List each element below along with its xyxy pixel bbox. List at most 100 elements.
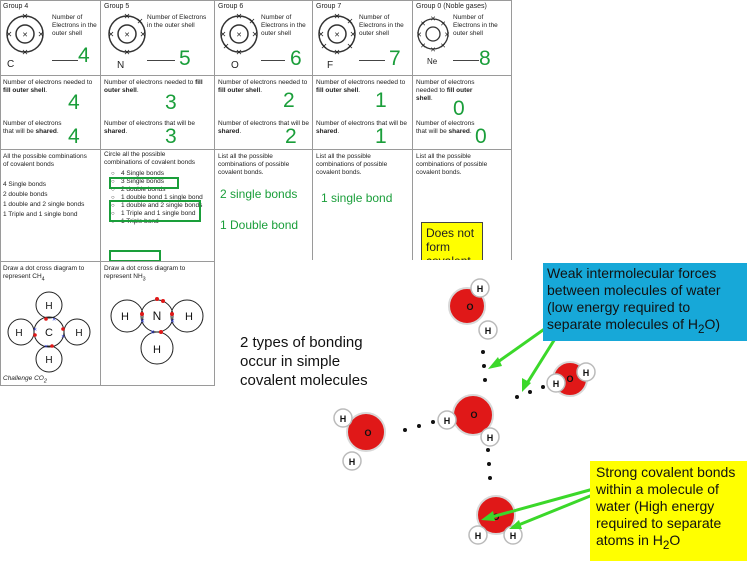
needed-count: 3 — [165, 91, 177, 114]
water-molecule-center: H H O — [437, 394, 500, 447]
svg-text:H: H — [444, 416, 451, 426]
svg-text:✕: ✕ — [236, 48, 243, 56]
svg-text:H: H — [185, 311, 193, 323]
svg-text:O: O — [364, 428, 371, 438]
electron-count: 4 — [78, 44, 90, 67]
electron-count: 5 — [179, 47, 191, 70]
svg-text:H: H — [510, 531, 517, 541]
svg-text:H: H — [340, 414, 347, 424]
svg-text:✕: ✕ — [220, 30, 227, 39]
svg-text:✕: ✕ — [236, 12, 243, 21]
cell-group4-needed: Number of electrons needed to fill outer… — [0, 76, 101, 150]
svg-text:✕: ✕ — [249, 17, 256, 26]
water-molecule-bottom: H H O — [468, 495, 523, 545]
group-header: Group 5 — [104, 3, 130, 10]
svg-text:✕: ✕ — [318, 30, 325, 39]
needed-count: 2 — [283, 89, 295, 112]
svg-text:H: H — [45, 301, 52, 312]
svg-text:H: H — [583, 368, 590, 378]
svg-text:H: H — [121, 311, 129, 323]
svg-text:✕: ✕ — [416, 32, 422, 39]
atom-shell-diagram-oxygen: ✕ ✕ ✕ ✕ ✕ ✕ ✕ — [220, 12, 259, 56]
cell-group7-electrons: Group 7 ✕ ✕ ✕ ✕ ✕ ✕ ✕ ✕ Number of Electr… — [313, 0, 413, 76]
svg-text:H: H — [153, 344, 161, 356]
group-header: Group 6 — [218, 3, 244, 10]
svg-text:H: H — [553, 379, 560, 389]
water-molecule-right: H H O — [546, 361, 596, 397]
note-box: Does not form covalent bonds — [421, 222, 483, 261]
bond-option[interactable]: 1 Triple and 1 single bond — [111, 210, 211, 218]
element-symbol: N — [117, 60, 125, 71]
svg-text:✕: ✕ — [22, 48, 29, 56]
circled-option — [109, 177, 179, 189]
water-molecule-top: H H O — [448, 278, 498, 340]
svg-text:✕: ✕ — [444, 32, 450, 39]
atom-shell-diagram-fluorine: ✕ ✕ ✕ ✕ ✕ ✕ ✕ ✕ — [318, 12, 357, 56]
bond-option[interactable]: 1 double and 2 single bonds — [111, 202, 211, 210]
bond-option[interactable]: 1 double bond 1 single bond — [111, 194, 211, 202]
svg-text:H: H — [75, 328, 82, 339]
svg-text:✕: ✕ — [44, 344, 48, 350]
svg-text:✕: ✕ — [124, 32, 130, 39]
svg-text:✕: ✕ — [440, 43, 446, 50]
svg-text:✕: ✕ — [347, 17, 354, 26]
electron-label: Number of Electrons in the outer shell — [453, 14, 498, 37]
electron-label: Number of Electrons in the outer shell — [147, 14, 207, 29]
intermolecular-forces-callout: Weak intermolecular forces between molec… — [543, 263, 747, 341]
shared-count: 3 — [165, 125, 177, 148]
bond-option[interactable]: 2 double bonds — [111, 186, 211, 194]
svg-text:H: H — [477, 284, 484, 294]
worksheet-table: Group 4 ✕ ✕ ✕ ✕ ✕ Number of Electrons in… — [0, 0, 512, 386]
element-symbol: C — [7, 59, 15, 70]
shared-count: 1 — [375, 125, 387, 148]
bond-option[interactable]: 3 Single bonds — [111, 178, 211, 186]
bond-option[interactable]: 4 Single bonds — [111, 170, 211, 178]
svg-text:✕: ✕ — [252, 30, 259, 39]
svg-text:H: H — [485, 326, 492, 336]
answer-text: 1 single bond — [321, 191, 393, 205]
svg-text:H: H — [475, 531, 482, 541]
covalent-bonds-callout: Strong covalent bonds within a molecule … — [590, 461, 747, 561]
atom-shell-diagram-neon: ✕ ✕ ✕ ✕ ✕ ✕ ✕ ✕ — [416, 16, 450, 54]
answer-text: 1 Double bond — [220, 218, 299, 232]
svg-text:✕: ✕ — [321, 42, 328, 51]
svg-text:✕: ✕ — [33, 327, 37, 333]
svg-text:✕: ✕ — [38, 30, 45, 39]
svg-text:✕: ✕ — [137, 17, 144, 26]
svg-text:✕: ✕ — [420, 43, 426, 50]
cell-group0-electrons: Group 0 (Noble gases) ✕ ✕ ✕ ✕ ✕ ✕ ✕ ✕ Nu… — [413, 0, 512, 76]
element-symbol: F — [327, 60, 334, 71]
bonding-types-caption: 2 types of bonding occur in simple coval… — [240, 334, 368, 389]
cell-group6-needed: Number of electrons needed to fill outer… — [215, 76, 313, 150]
svg-text:C: C — [45, 327, 53, 339]
svg-text:✕: ✕ — [334, 48, 341, 56]
electron-label: Number of Electrons in the outer shell — [52, 14, 97, 37]
svg-text:✕: ✕ — [350, 30, 357, 39]
svg-text:O: O — [566, 374, 573, 384]
svg-text:H: H — [487, 433, 494, 443]
needed-count: 1 — [375, 89, 387, 112]
svg-text:✕: ✕ — [22, 32, 28, 39]
svg-text:✕: ✕ — [347, 42, 354, 51]
circled-option — [109, 250, 161, 261]
element-symbol: Ne — [427, 57, 438, 66]
atom-shell-diagram-carbon: ✕ ✕ ✕ ✕ ✕ — [6, 12, 45, 56]
electron-count: 7 — [389, 47, 401, 70]
svg-text:✕: ✕ — [440, 21, 446, 28]
water-molecule-left: H H O — [333, 408, 386, 471]
shared-count: 2 — [285, 125, 297, 148]
cell-group5-electrons: Group 5 ✕ ✕ ✕ ✕ ✕ ✕ Number of Electrons … — [101, 0, 215, 76]
svg-text:H: H — [15, 328, 22, 339]
cell-group0-needed: Number of electrons needed to fill outer… — [413, 76, 512, 150]
svg-text:✕: ✕ — [124, 12, 131, 21]
group-header: Group 0 (Noble gases) — [416, 3, 487, 10]
cell-nh3-diagram: Draw a dot cross diagram to represent NH… — [101, 262, 215, 386]
svg-text:H: H — [349, 457, 356, 467]
nh3-dot-cross-diagram: N H H H ✕ ✕ ✕ — [110, 297, 204, 365]
svg-text:O: O — [470, 410, 477, 420]
svg-text:✕: ✕ — [334, 12, 341, 21]
svg-text:✕: ✕ — [140, 319, 145, 325]
cell-group4-electrons: Group 4 ✕ ✕ ✕ ✕ ✕ Number of Electrons in… — [0, 0, 101, 76]
shared-count: 0 — [475, 125, 487, 148]
group-header: Group 4 — [3, 3, 29, 10]
